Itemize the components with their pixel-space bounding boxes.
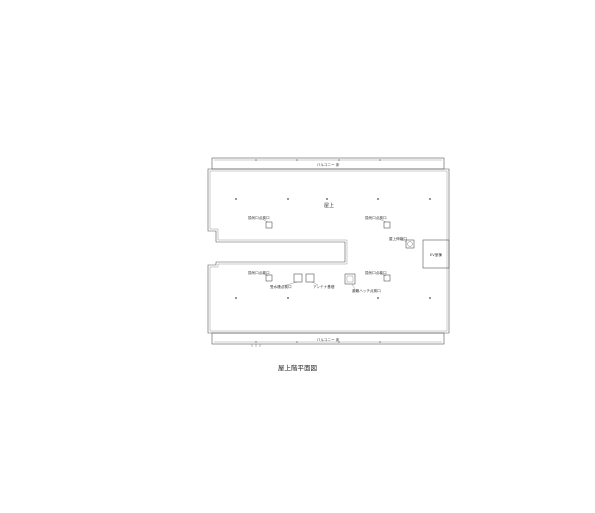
drawing-caption: 屋上階平面図 <box>278 364 317 372</box>
vent-box-top-left <box>265 221 273 229</box>
ev-hall-label: EV室棟 <box>430 252 442 257</box>
vent-box-bottom-left <box>265 274 273 282</box>
water-tank-label: 受水槽点検口 <box>270 284 292 289</box>
antenna-box <box>305 273 315 283</box>
column-markers <box>235 159 431 343</box>
hatch-box <box>344 273 356 285</box>
balcony-bottom-label: バルコニー 床 <box>317 337 340 342</box>
antenna-label: アンテナ基礎 <box>313 284 335 289</box>
balcony-bottom <box>211 332 445 345</box>
vent-bottom-right-label: 換気口点検口 <box>365 270 387 275</box>
vent-top-right-label: 換気口点検口 <box>365 215 387 220</box>
drain-box <box>405 239 415 249</box>
vent-box-top-right <box>383 221 391 229</box>
room-label: 屋上 <box>324 202 334 209</box>
hatch-label: 避難ハッチ点検口 <box>352 288 381 293</box>
vent-box-bottom-right <box>383 274 391 282</box>
vent-top-left-label: 換気口点検口 <box>248 215 270 220</box>
ev-hall <box>422 239 450 269</box>
balcony-top-label: バルコニー 床 <box>317 162 340 167</box>
roof-drain-label: 屋上伸縮口 <box>389 236 407 241</box>
vent-bottom-left-label: 換気口点検口 <box>248 270 270 275</box>
water-tank-box <box>293 273 303 283</box>
roof-outline <box>207 168 450 334</box>
